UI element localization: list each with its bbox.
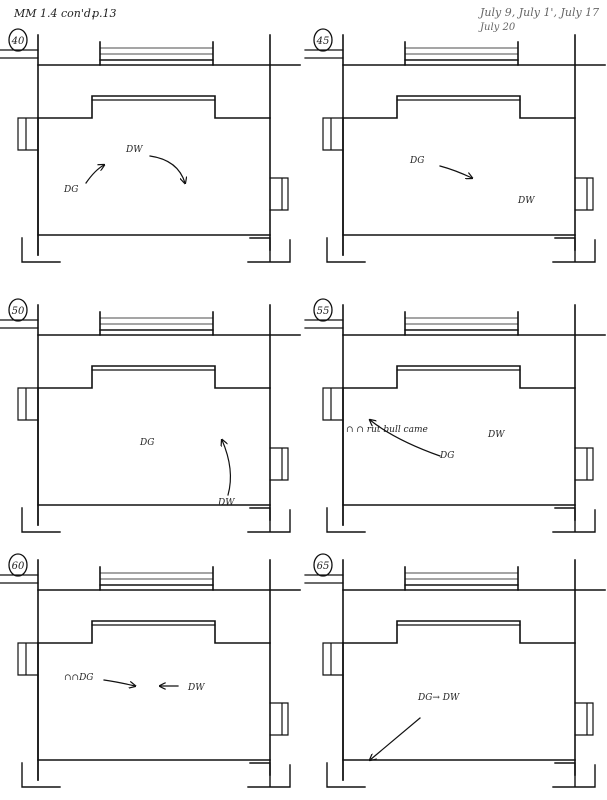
blocking-note: DG→ DW [417,693,460,703]
stage-outline [342,117,576,236]
stage-outline [247,507,291,533]
stage-outline [99,311,214,336]
stage-outline [322,117,344,151]
stage-outline [342,95,576,119]
stage-outline [552,507,596,533]
stage-outline [99,572,214,580]
blocking-note: DW [217,498,235,508]
stage-outline [247,762,291,788]
panel-number-circle [8,553,28,577]
stage-outline [17,387,39,421]
stage-outline [404,317,519,325]
stage-outline [574,177,594,211]
stage-outline [304,49,344,59]
stage-outline [304,319,344,329]
blocking-note: ∩∩DG [64,673,94,683]
stage-outline [322,642,344,676]
stage-outline [326,759,366,788]
blocking-note: DG [409,156,424,166]
stage-outline [552,237,596,263]
stage-outline [21,234,61,263]
stage-outline [17,642,39,676]
stage-outline [322,387,344,421]
stage-outline [326,234,366,263]
stage-outline [247,237,291,263]
panel-number-circle [8,28,28,52]
panel-number: 55 [317,306,330,317]
page-number: p.13 [92,7,117,20]
panel-number: 50 [12,306,25,317]
stage-outline [269,702,289,736]
stage-outline [17,117,39,151]
panel-number-circle [313,553,333,577]
stage-outline [0,49,39,59]
rehearsal-dates: July 9, July 1', July 17 [478,6,599,19]
movement-arrow [149,155,185,183]
movement-arrow [222,440,232,496]
stage-outline [552,762,596,788]
rehearsal-dates-2: July 20 [478,22,516,33]
stage-outline [404,572,519,580]
panel-number: 60 [12,561,25,572]
stage-outline [574,702,594,736]
movement-arrow [85,165,104,184]
movement-arrow [370,717,421,760]
stage-outline [269,447,289,481]
stage-outline [37,642,271,761]
stage-outline [269,177,289,211]
blocking-note: ∩ ∩ rut bull came [346,425,428,435]
stage-outline [37,365,271,389]
stage-outline [404,311,519,336]
panel-number-circle [313,298,333,322]
panel-number: 65 [317,561,330,572]
panel-number: 45 [316,36,330,47]
page-title: MM 1.4 con'd. [13,7,94,20]
blocking-note: DG [139,438,154,448]
stage-outline [99,41,214,66]
stage-outline [21,759,61,788]
stage-outline [404,566,519,591]
stage-outline [21,504,61,533]
blocking-note: DW [517,196,535,206]
stage-outline [99,317,214,325]
blocking-note: DG [63,185,78,195]
stage-outline [326,504,366,533]
blocking-note: DW [487,430,505,440]
stage-outline [342,387,576,506]
movement-arrow [370,420,441,457]
stage-outline [99,47,214,55]
blocking-note: DW [187,683,205,693]
stage-outline [0,319,39,329]
panel-number-circle [313,28,333,52]
blocking-note: DW [125,145,143,155]
stage-outline [342,365,576,389]
stage-outline [304,574,344,584]
stage-outline [404,41,519,66]
stage-outline [37,117,271,236]
movement-arrow [439,165,472,178]
stage-outline [0,574,39,584]
blocking-note: DG [439,451,454,461]
stage-outline [342,620,576,644]
stage-outline [37,620,271,644]
movement-arrow [103,679,135,686]
stage-outline [404,47,519,55]
panel-number: 40 [11,36,25,47]
stage-outline [37,95,271,119]
stage-outline [574,447,594,481]
stage-panel: 60 ∩∩DG DW [0,553,301,788]
stage-outline [99,566,214,591]
panel-number-circle [8,298,28,322]
